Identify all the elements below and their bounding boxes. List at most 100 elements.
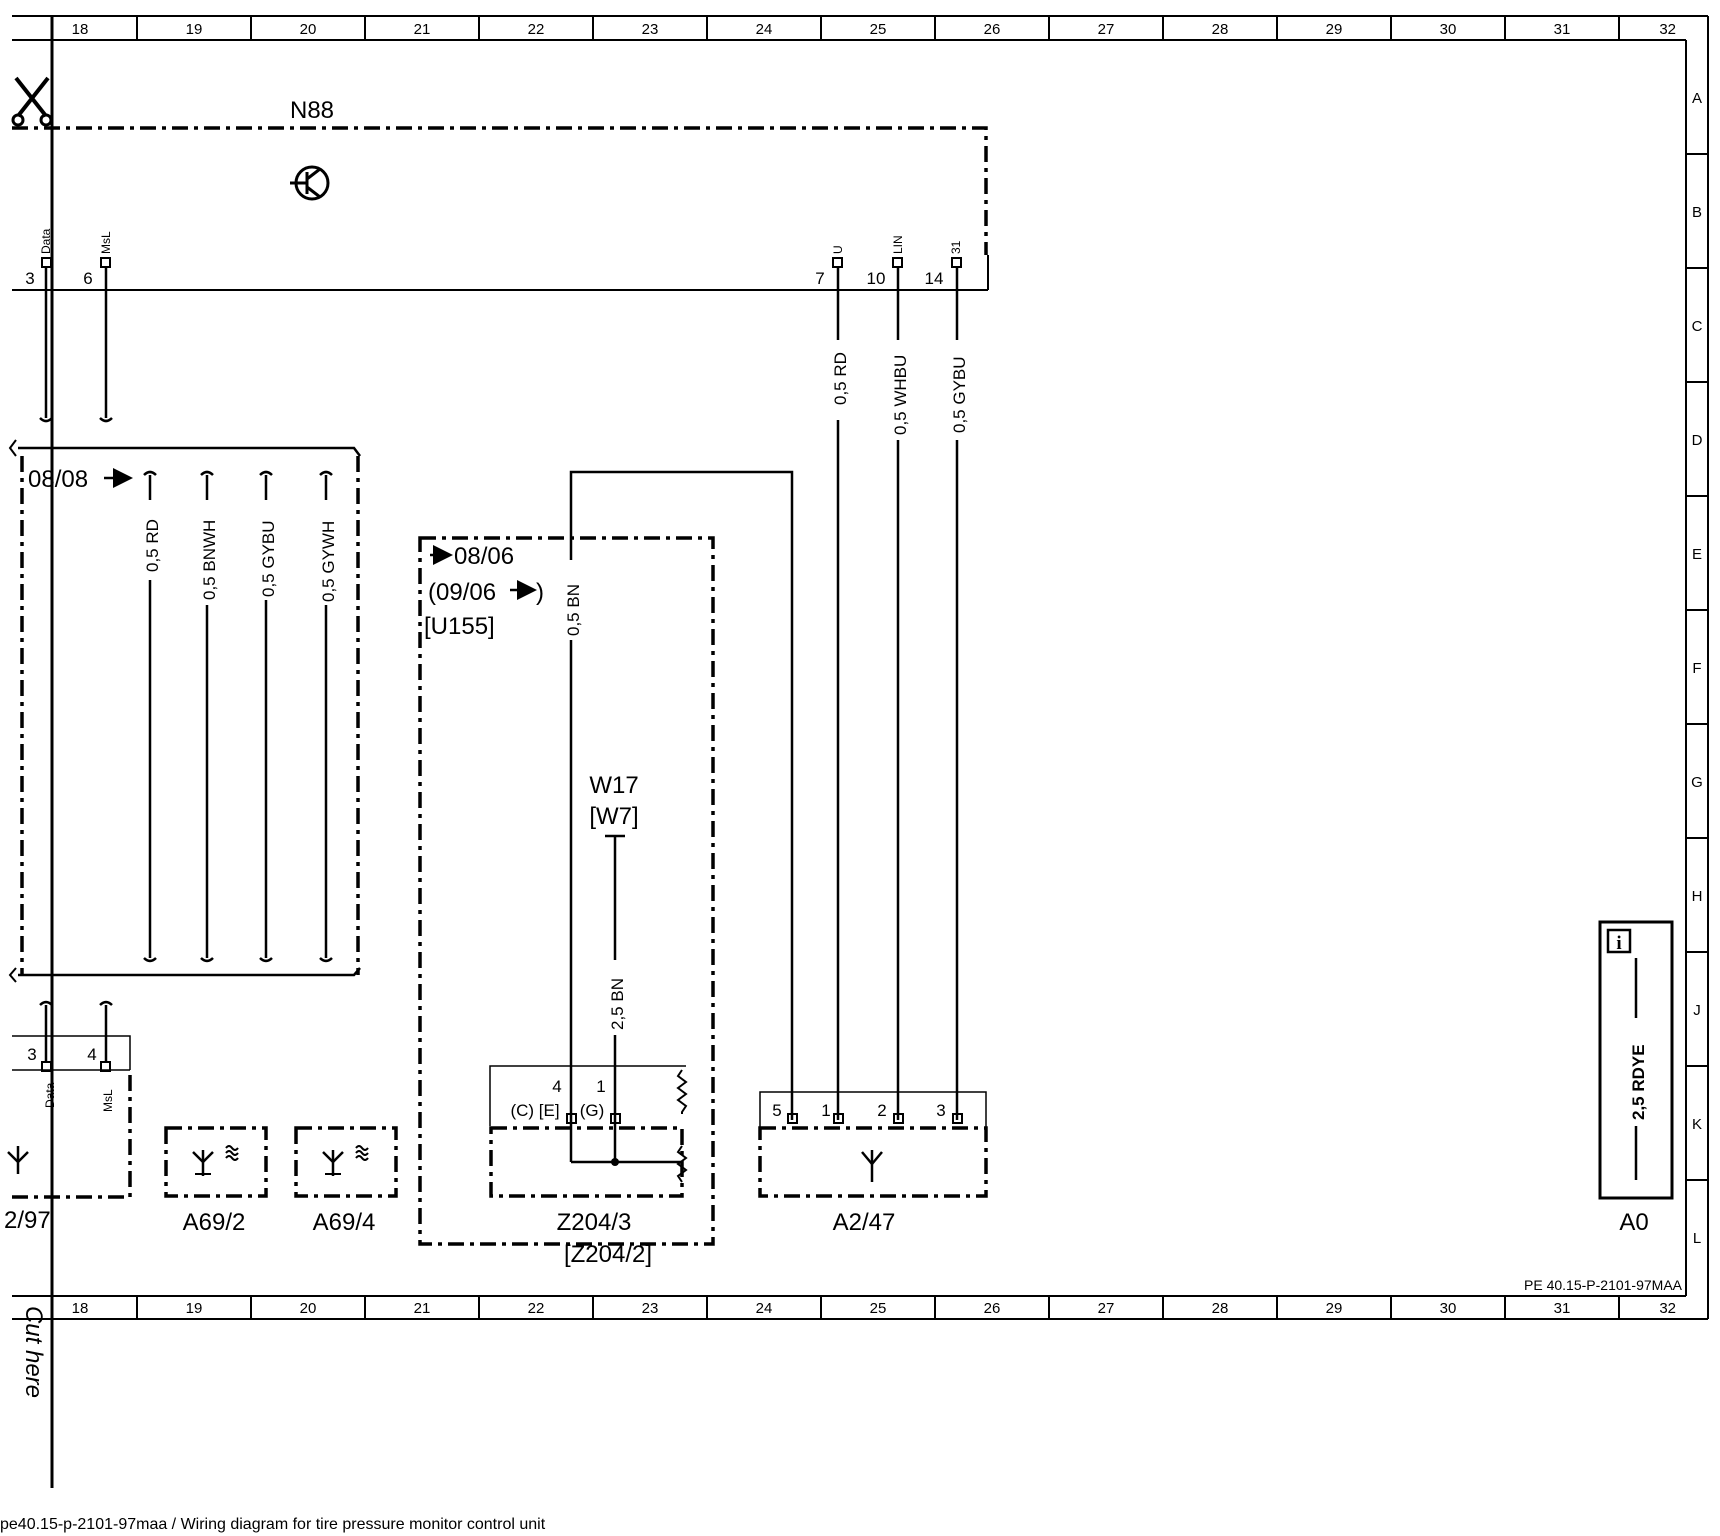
col-label: 20 [300, 1300, 317, 1317]
doc-code: PE 40.15-P-2101-97MAA [1524, 1277, 1683, 1293]
harness-ref: 08/08 [28, 466, 88, 493]
heat-waves-icon [225, 1145, 239, 1161]
component-a69-2: A69/2 [164, 1126, 268, 1236]
component-label: A2/47 [833, 1209, 896, 1236]
n88-pin-sockets [41, 257, 962, 268]
svg-text:i: i [1616, 933, 1621, 954]
component-label-alt: [Z204/2] [564, 1241, 652, 1268]
pin-label: Data [43, 1082, 57, 1108]
drawing-frame [12, 15, 1709, 1320]
pin-num: 2 [877, 1101, 886, 1120]
col-label: 26 [984, 1300, 1001, 1317]
component-z204-3: 4 1 (C) [E] (G) Z204/3 [Z204/2] [489, 1065, 688, 1268]
col-label: 24 [756, 1300, 773, 1317]
row-label: H [1692, 888, 1703, 905]
col-label: 18 [72, 21, 89, 38]
col-label: 21 [414, 1300, 431, 1317]
n88-pin-label: 31 [949, 240, 963, 254]
n88-pin-label: Data [39, 228, 53, 254]
component-label: A69/4 [313, 1209, 376, 1236]
col-label: 19 [186, 1300, 203, 1317]
harness-box-08-08: 08/08 0,5 RD 0,5 BNWH 0,5 GYBU 0,5 GYWH [8, 439, 361, 983]
cut-here-label: Cut here [20, 1306, 47, 1398]
col-label: 25 [870, 21, 887, 38]
row-label: B [1692, 204, 1702, 221]
scissors-icon [11, 76, 53, 127]
component-label: A0 [1619, 1209, 1648, 1236]
component-label: A69/2 [183, 1209, 246, 1236]
row-label: L [1693, 1230, 1701, 1247]
component-2-97: 3 4 Data MsL 2/97 [4, 1000, 132, 1234]
pin-label: MsL [101, 1089, 115, 1112]
col-label: 29 [1326, 21, 1343, 38]
ground-label-alt: [W7] [589, 803, 638, 830]
col-label: 31 [1554, 21, 1571, 38]
heat-waves-icon [355, 1145, 369, 1161]
row-label: E [1692, 546, 1702, 563]
pin-num: 1 [821, 1101, 830, 1120]
wire-label: 0,5 RD [831, 352, 850, 405]
n88-pin-label: LIN [891, 235, 905, 254]
info-icon: i [1606, 928, 1632, 954]
pin-num: 3 [936, 1101, 945, 1120]
col-label: 27 [1098, 1300, 1115, 1317]
pin-num: 5 [772, 1101, 781, 1120]
n88-pin-num: 14 [925, 269, 944, 288]
pin-num: 4 [87, 1045, 96, 1064]
pin-num: 1 [596, 1077, 605, 1096]
col-label: 28 [1212, 21, 1229, 38]
wire-label: 0,5 GYBU [950, 356, 969, 433]
svg-text:0,5 BNWH: 0,5 BNWH [200, 520, 219, 600]
n88-pin-label: MsL [99, 231, 113, 254]
component-label: Z204/3 [557, 1209, 632, 1236]
col-label: 26 [984, 21, 1001, 38]
row-label: J [1693, 1002, 1701, 1019]
col-label: 29 [1326, 1300, 1343, 1317]
wire-label: 0,5 BN [564, 584, 583, 636]
col-label: 23 [642, 1300, 659, 1317]
harness-wires: 0,5 RD 0,5 BNWH 0,5 GYBU 0,5 GYWH [137, 470, 339, 963]
col-label: 28 [1212, 1300, 1229, 1317]
wire-label: 2,5 RDYE [1629, 1044, 1648, 1120]
component-label: 2/97 [4, 1207, 51, 1234]
antenna-icon [861, 1150, 883, 1182]
row-label: C [1692, 318, 1703, 335]
svg-text:0,5 GYWH: 0,5 GYWH [319, 521, 338, 602]
transistor-icon [290, 165, 330, 201]
col-label: 32 [1659, 1300, 1676, 1317]
col-label: 20 [300, 21, 317, 38]
col-label: 25 [870, 1300, 887, 1317]
variant-from: 08/06 [454, 543, 514, 570]
antenna-icon [7, 1146, 29, 1174]
row-labels: A B C D E F G H J K L [1691, 90, 1703, 1247]
wire-label: 0,5 WHBU [891, 355, 910, 435]
col-label: 19 [186, 21, 203, 38]
svg-text:0,5 RD: 0,5 RD [143, 519, 162, 572]
n88-left-wires [39, 267, 113, 423]
row-label: K [1692, 1116, 1702, 1133]
col-label: 23 [642, 21, 659, 38]
variant-code: [U155] [424, 613, 495, 640]
n88-pin-label: U [831, 245, 845, 254]
n88-label: N88 [290, 97, 334, 124]
col-label: 30 [1440, 21, 1457, 38]
pin-label: (G) [580, 1101, 605, 1120]
col-label: 22 [528, 21, 545, 38]
n88-control-unit: N88 3 6 7 10 14 Data MsL U LIN 31 [12, 97, 989, 291]
col-label: 18 [72, 1300, 89, 1317]
variant-until: (09/06 [428, 579, 496, 606]
pin-num: 3 [27, 1045, 36, 1064]
svg-text:0,5 GYBU: 0,5 GYBU [259, 520, 278, 597]
col-label: 31 [1554, 1300, 1571, 1317]
antenna-icon [322, 1150, 344, 1176]
a0-info-box: i 2,5 RDYE A0 [1598, 920, 1674, 1236]
col-label: 21 [414, 21, 431, 38]
pin-num: 4 [552, 1077, 561, 1096]
variant-box-u155: 08/06 (09/06 ) [U155] 0,5 BN W17 [W7] 2,… [418, 470, 794, 1268]
col-label: 22 [528, 1300, 545, 1317]
row-label: D [1692, 432, 1703, 449]
n88-pin-num: 3 [25, 269, 34, 288]
n88-pin-num: 6 [83, 269, 92, 288]
n88-right-wires: 0,5 RD 0,5 WHBU 0,5 GYBU [825, 267, 970, 1120]
